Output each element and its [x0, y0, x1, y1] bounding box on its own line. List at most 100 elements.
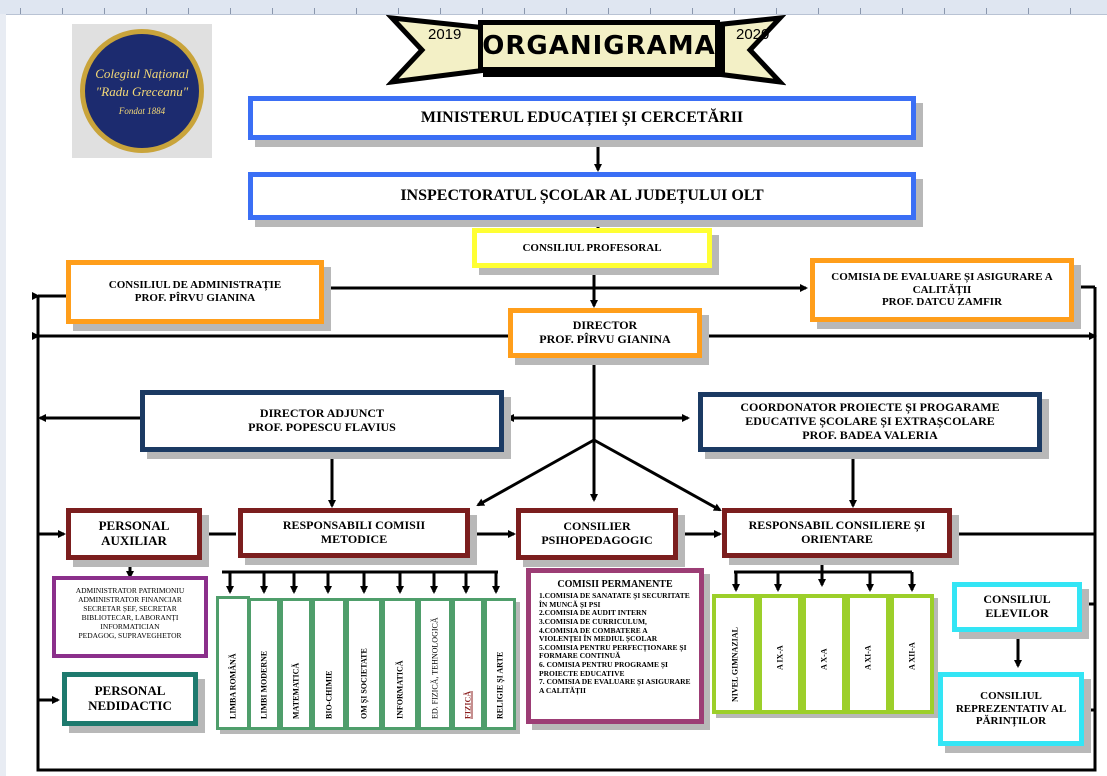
level-a-xii-a: A XII-A	[890, 594, 934, 714]
ruler-tick	[986, 8, 987, 14]
auxiliary-item: ADMINISTRATOR PATRIMONIU	[75, 586, 185, 595]
ruler-tick	[860, 8, 861, 14]
banner-year-right: 2020	[736, 26, 770, 43]
inspectorate-box: INSPECTORATUL ȘCOLAR AL JUDEȚULUI OLT	[248, 172, 916, 220]
ruler-tick	[482, 8, 483, 14]
projects-coordinator-line2: EDUCATIVE ȘCOLARE ȘI EXTRAȘCOLARE	[745, 414, 995, 429]
quality-commission-line2: PROF. DATCU ZAMFIR	[881, 296, 1003, 309]
ruler-tick	[230, 8, 231, 14]
director-line2: PROF. PÎRVU GIANINA	[539, 332, 671, 346]
auxiliary-item: BIBLIOTECAR, LABORANȚI	[81, 613, 179, 622]
auxiliary-staff-list: ADMINISTRATOR PATRIMONIU ADMINISTRATOR F…	[52, 576, 208, 658]
commission-item: 4.COMISIA DE COMBATERE A VIOLENȚEI ÎN ME…	[539, 625, 658, 644]
ruler-tick	[1070, 8, 1071, 14]
ruler	[0, 0, 1107, 15]
ministry-label: MINISTERUL EDUCAȚIEI ȘI CERCETĂRII	[420, 108, 744, 126]
admin-council-box: CONSILIUL DE ADMINISTRAȚIE PROF. PÎRVU G…	[66, 260, 324, 324]
subject-fizica: FIZICĂ	[452, 598, 484, 730]
left-margin-bar	[0, 14, 6, 776]
subject-religie-si-arte: RELIGIE ȘI ARTE	[484, 598, 516, 730]
counselor-box: CONSILIER PSIHOPEDAGOGIC	[516, 508, 678, 560]
banner-year-left: 2019	[428, 26, 462, 43]
non-teaching-staff-label: PERSONAL NEDIDACTIC	[88, 683, 172, 713]
ruler-tick	[1028, 8, 1029, 14]
permanent-commissions-box: COMISII PERMANENTE 1.COMISIA DE SANATATE…	[526, 568, 704, 724]
auxiliary-item: SECRETAR ȘEF, SECRETAR	[83, 604, 177, 613]
projects-coordinator-line1: COORDONATOR PROIECTE ȘI PROGARAME	[740, 400, 1000, 415]
ruler-tick	[902, 8, 903, 14]
subject-limbi-moderne: LIMBI MODERNE	[248, 598, 280, 730]
subject-limba-romana: LIMBA ROMÂNĂ	[216, 596, 250, 730]
auxiliary-staff-label: PERSONAL AUXILIAR	[98, 518, 170, 548]
commission-item: 5.COMISIA PENTRU PERFECȚIONARE ȘI FORMAR…	[539, 642, 687, 661]
inspectorate-label: INSPECTORATUL ȘCOLAR AL JUDEȚULUI OLT	[400, 186, 764, 204]
subject-informatica: INFORMATICĂ	[382, 598, 418, 730]
methodical-commissions-box: RESPONSABILI COMISII METODICE	[238, 508, 470, 558]
projects-coordinator-box: COORDONATOR PROIECTE ȘI PROGARAME EDUCAT…	[698, 392, 1042, 452]
commission-item: 2.COMISIA DE AUDIT INTERN	[539, 608, 647, 618]
ruler-tick	[818, 8, 819, 14]
deputy-director-line1: DIRECTOR ADJUNCT	[259, 406, 385, 421]
ruler-tick	[272, 8, 273, 14]
teachers-council-label: CONSILIUL PROFESORAL	[522, 241, 662, 254]
ruler-tick	[566, 8, 567, 14]
auxiliary-item: INFORMATICIAN	[100, 622, 160, 631]
student-council-box: CONSILIUL ELEVILOR	[952, 582, 1082, 632]
auxiliary-item: ADMINISTRATOR FINANCIAR	[78, 595, 182, 604]
teachers-council-box: CONSILIUL PROFESORAL	[472, 228, 712, 268]
parents-council-box: CONSILIUL REPREZENTATIV AL PĂRINȚILOR	[938, 672, 1084, 746]
ruler-tick	[314, 8, 315, 14]
level-a-x-a: A X-A	[802, 594, 846, 714]
permanent-commissions-title: COMISII PERMANENTE	[557, 579, 673, 590]
logo-line3: Fondat 1884	[118, 106, 166, 116]
logo-line2: "Radu Greceanu"	[95, 84, 189, 99]
guidance-box: RESPONSABIL CONSILIERE ȘI ORIENTARE	[722, 508, 952, 558]
commission-item: 1.COMISIA DE SANATATE ȘI SECURITATE ÎN M…	[539, 591, 690, 609]
admin-council-line2: PROF. PÎRVU GIANINA	[134, 292, 256, 304]
school-logo: Colegiul Național "Radu Greceanu" Fondat…	[72, 24, 212, 158]
quality-commission-box: COMISIA DE EVALUARE ȘI ASIGURARE A CALIT…	[810, 258, 1074, 322]
methodical-commissions-label: RESPONSABILI COMISII METODICE	[282, 518, 426, 546]
ruler-tick	[608, 8, 609, 14]
logo-seal: Colegiul Național "Radu Greceanu" Fondat…	[80, 29, 204, 153]
ruler-tick	[104, 8, 105, 14]
level-a-xi-a: A XI-A	[846, 594, 890, 714]
ruler-tick	[692, 8, 693, 14]
ruler-tick	[20, 8, 21, 14]
commission-item: 6. COMISIA PENTRU PROGRAME ȘI PROIECTE E…	[539, 660, 668, 678]
quality-commission-line1: COMISIA DE EVALUARE ȘI ASIGURARE A CALIT…	[831, 271, 1053, 296]
ruler-tick	[944, 8, 945, 14]
ministry-box: MINISTERUL EDUCAȚIEI ȘI CERCETĂRII	[248, 96, 916, 140]
commission-item: 3.COMISIA DE CURRICULUM,	[539, 616, 647, 626]
subject-om-si-societate: OM ȘI SOCIETATE	[346, 598, 382, 730]
projects-coordinator-line3: PROF. BADEA VALERIA	[802, 427, 938, 442]
ruler-tick	[650, 8, 651, 14]
ruler-tick	[398, 8, 399, 14]
level-a-ix-a: A IX-A	[758, 594, 802, 714]
subject-ed-fizica-tehnologica: ED. FIZICĂ, TEHNOLOGICĂ	[418, 598, 452, 730]
page-title-text: ORGANIGRAMA	[482, 31, 716, 61]
ruler-tick	[62, 8, 63, 14]
ruler-tick	[188, 8, 189, 14]
ruler-tick	[440, 8, 441, 14]
director-box: DIRECTOR PROF. PÎRVU GIANINA	[508, 308, 702, 358]
parents-council-label: CONSILIUL REPREZENTATIV AL PĂRINȚILOR	[955, 690, 1067, 728]
deputy-director-line2: PROF. POPESCU FLAVIUS	[248, 420, 396, 434]
ruler-tick	[146, 8, 147, 14]
director-line1: DIRECTOR	[572, 318, 638, 333]
guidance-label: RESPONSABIL CONSILIERE ȘI ORIENTARE	[748, 518, 926, 546]
auxiliary-item: PEDAGOG, SUPRAVEGHETOR	[78, 631, 182, 640]
admin-council-line1: CONSILIUL DE ADMINISTRAȚIE	[108, 279, 282, 292]
commission-item: 7. COMISIA DE EVALUARE ȘI ASIGURARE A CA…	[539, 677, 691, 695]
logo-line1: Colegiul Național	[95, 66, 189, 81]
deputy-director-box: DIRECTOR ADJUNCT PROF. POPESCU FLAVIUS	[140, 390, 504, 452]
ruler-tick	[356, 8, 357, 14]
subject-bio-chimie: BIO-CHIMIE	[312, 598, 346, 730]
ruler-tick	[776, 8, 777, 14]
ruler-tick	[524, 8, 525, 14]
subject-matematica: MATEMATICĂ	[280, 598, 312, 730]
non-teaching-staff-box: PERSONAL NEDIDACTIC	[62, 672, 198, 726]
level-gimnazial: NIVEL GIMNAZIAL	[712, 594, 758, 714]
page-title: ORGANIGRAMA	[478, 20, 720, 72]
